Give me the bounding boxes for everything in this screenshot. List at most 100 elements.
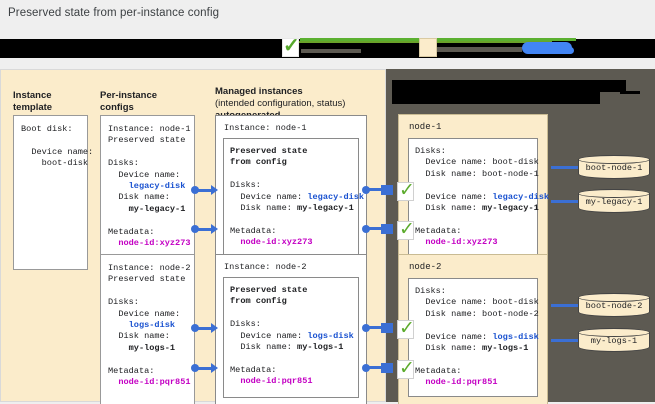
mi2-preserved: Preserved state from config: [230, 285, 308, 307]
node-2-title: node-2: [409, 262, 442, 272]
checkmark-badge-node1-metadata: [397, 219, 415, 240]
node-2-body: Disks: Device name: boot-disk Disk name:…: [408, 278, 539, 397]
connector-line-mi2-disk: [368, 326, 382, 329]
col3-line1: Managed instances: [215, 86, 303, 97]
mi2-metadata-value: node-id:pqr851: [230, 376, 313, 387]
disk-lid-icon: [578, 189, 650, 198]
managed-instance-2-body: Preserved state from config Disks: Devic…: [223, 277, 359, 398]
legend-redaction-bar-1: [0, 39, 655, 48]
mi1-device-value: legacy-disk: [307, 191, 365, 202]
col2-line2: configs: [100, 102, 134, 113]
node-1-body: Disks: Device name: boot-disk Disk name:…: [408, 138, 549, 262]
connector-arrow-cfg2-metadata: [211, 363, 218, 373]
mi1-disk-prefix: Disk name:: [230, 203, 298, 214]
cfg1-device-value: legacy-disk: [108, 181, 186, 192]
connector-dot-cfg1-disk: [191, 186, 199, 194]
n1-boot-disk: Disk name: boot-node-1: [415, 168, 539, 179]
managed-instance-1-title: Instance: node-1: [224, 123, 307, 133]
n1-disks-label: Disks:: [415, 146, 446, 156]
connector-line-cfg2-disk: [197, 327, 213, 330]
connector-arrow-cfg1-disk: [211, 185, 218, 195]
mi1-disks-label: Disks:: [230, 180, 261, 191]
n2-boot-device: Device name: boot-disk: [415, 297, 539, 308]
disk-label-node2-boot: boot-node-2: [585, 301, 643, 311]
legend-redaction-bar-2: [0, 48, 655, 58]
cfg1-disk-label: Disk name:: [108, 192, 170, 203]
connector-line-mi2-metadata: [368, 366, 382, 369]
cfg2-metadata-label: Metadata:: [108, 365, 155, 376]
connector-line-node1-preserved-disk: [551, 200, 578, 203]
n1-disk-value: my-legacy-1: [482, 203, 539, 214]
instance-template-card: Boot disk: Device name: boot-disk: [13, 115, 93, 270]
legend-gray-bar-2: [432, 47, 522, 52]
n1-boot-device: Device name: boot-disk: [415, 157, 539, 168]
legend-gray-bar-1: [301, 49, 361, 53]
mi2-disk-value: my-logs-1: [297, 342, 344, 353]
disk-cylinder-node2-preserved: my-logs-1: [578, 328, 650, 352]
n2-device-prefix: Device name:: [415, 331, 493, 342]
n1-metadata-value: node-id:xyz273: [415, 237, 498, 248]
node-1-title: node-1: [409, 122, 442, 132]
connector-end-mi1-metadata: [381, 224, 393, 234]
checkmark-badge-node2-metadata: [397, 358, 415, 379]
connector-dot-cfg2-disk: [191, 324, 199, 332]
instance-template-body: Boot disk: Device name: boot-disk: [21, 124, 94, 169]
connector-end-mi1-disk: [381, 185, 393, 195]
connector-line-mi1-disk: [368, 188, 382, 191]
mi1-metadata-label: Metadata:: [230, 225, 277, 236]
connector-line-node1-boot-disk: [551, 166, 578, 169]
checkmark-badge-node2-disk: [397, 318, 415, 339]
per-instance-config-card-1: Instance: node-1 Preserved state Disks: …: [100, 115, 195, 270]
disk-label-node2-preserved: my-logs-1: [590, 336, 638, 346]
managed-instance-card-2: Instance: node-2 Preserved state from co…: [215, 254, 367, 404]
cfg2-header: Instance: node-2 Preserved state: [108, 263, 191, 285]
n1-device-prefix: Device name:: [415, 191, 493, 202]
connector-arrow-cfg2-disk: [211, 323, 218, 333]
connector-line-mi1-metadata: [368, 227, 382, 230]
mi2-device-prefix: Device name:: [230, 330, 308, 341]
disk-cylinder-node1-preserved: my-legacy-1: [578, 189, 650, 213]
col3-line2: (intended configuration, status): [215, 98, 346, 109]
mi1-preserved: Preserved state from config: [230, 146, 308, 168]
mi1-disk-value: my-legacy-1: [297, 203, 354, 214]
mi2-device-value: logs-disk: [307, 330, 354, 341]
n2-disk-prefix: Disk name:: [415, 343, 483, 354]
diagram-body: Instance template Per-instance configs M…: [0, 58, 655, 404]
legend-checkmark-box: [282, 38, 299, 57]
redaction-bar-1: [392, 80, 626, 92]
disk-label-node1-boot: boot-node-1: [585, 163, 643, 173]
column-header-right-redacted: [392, 80, 654, 110]
cfg2-device-label: Device name:: [108, 308, 181, 319]
disk-lid-icon: [578, 155, 650, 164]
cfg1-device-label: Device name:: [108, 169, 181, 180]
n1-metadata-label: Metadata:: [415, 225, 462, 236]
n2-disks-label: Disks:: [415, 286, 446, 296]
connector-end-mi2-metadata: [381, 363, 393, 373]
connector-dot-mi2-disk: [362, 324, 370, 332]
mi2-disks-label: Disks:: [230, 319, 261, 330]
cfg2-disk-label: Disk name:: [108, 331, 170, 342]
n2-metadata-value: node-id:pqr851: [415, 377, 498, 388]
disk-label-node1-preserved: my-legacy-1: [585, 197, 643, 207]
cfg2-device-value: logs-disk: [108, 320, 176, 331]
per-instance-config-card-2: Instance: node-2 Preserved state Disks: …: [100, 254, 195, 404]
n1-device-value: legacy-disk: [492, 191, 550, 202]
cfg1-metadata-value: node-id:xyz273: [108, 238, 191, 249]
legend-tan-box-icon: [419, 38, 437, 57]
page-fold-corner: [178, 389, 195, 404]
connector-dot-cfg1-metadata: [191, 225, 199, 233]
cfg2-metadata-value: node-id:pqr851: [108, 377, 191, 388]
mi2-disk-prefix: Disk name:: [230, 342, 298, 353]
n1-disk-prefix: Disk name:: [415, 203, 483, 214]
n2-device-value: logs-disk: [492, 331, 539, 342]
col1-line2: template: [13, 102, 53, 113]
connector-arrow-cfg1-metadata: [211, 224, 218, 234]
cfg1-metadata-label: Metadata:: [108, 226, 155, 237]
column-header-per-instance-configs: Per-instance configs: [100, 90, 157, 114]
managed-instance-2-title: Instance: node-2: [224, 262, 307, 272]
connector-line-cfg1-disk: [197, 189, 213, 192]
checkmark-badge-node1-disk: [397, 180, 415, 201]
cfg2-disk-value: my-logs-1: [108, 342, 176, 353]
mi1-device-prefix: Device name:: [230, 191, 308, 202]
